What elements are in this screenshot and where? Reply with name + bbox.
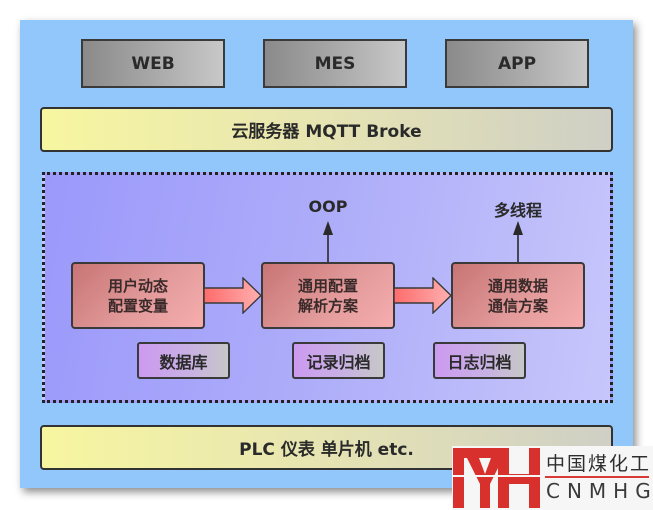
web-client-box: WEB (81, 39, 225, 88)
flow-arrow-2 (394, 277, 452, 314)
device-layer-label: PLC 仪表 单片机 etc. (239, 440, 414, 460)
database-label: 数据库 (159, 352, 208, 372)
mes-client-label: MES (314, 53, 356, 74)
app-client-label: APP (497, 53, 537, 74)
module-line1: 用户动态 (107, 276, 168, 295)
cloud-mqtt-broker-label: 云服务器 MQTT Broke (231, 122, 422, 142)
oop-up-arrow (323, 221, 333, 263)
watermark-cn-text: 中国煤化工 (546, 453, 652, 475)
module-line1: 通用配置 (297, 276, 358, 295)
mh-monogram-icon (453, 448, 541, 508)
record-archive-box: 记录归档 (292, 342, 385, 379)
watermark-logo: 中国煤化工 CNMHG (452, 446, 653, 510)
module-line1: 通用数据 (487, 276, 548, 295)
multithread-up-arrow (513, 221, 523, 263)
mes-client-box: MES (263, 39, 407, 88)
record-archive-label: 记录归档 (306, 352, 371, 372)
multithread-label: 多线程 (493, 201, 542, 220)
web-client-label: WEB (131, 53, 175, 74)
log-archive-label: 日志归档 (447, 352, 512, 372)
config-parsing-module: 通用配置 解析方案 (261, 262, 395, 329)
module-line2: 解析方案 (297, 296, 358, 315)
watermark-en-text: CNMHG (546, 479, 653, 503)
app-client-box: APP (445, 39, 589, 88)
module-line2: 配置变量 (107, 296, 168, 315)
flow-arrow-1 (204, 277, 262, 314)
oop-label: OOP (308, 197, 348, 216)
watermark-divider (545, 476, 649, 478)
module-line2: 通信方案 (487, 296, 548, 315)
log-archive-box: 日志归档 (433, 342, 526, 379)
database-box: 数据库 (137, 342, 230, 379)
data-communication-module: 通用数据 通信方案 (451, 262, 585, 329)
user-dynamic-config-module: 用户动态 配置变量 (71, 262, 205, 329)
cloud-mqtt-broker-bar: 云服务器 MQTT Broke (40, 107, 613, 152)
